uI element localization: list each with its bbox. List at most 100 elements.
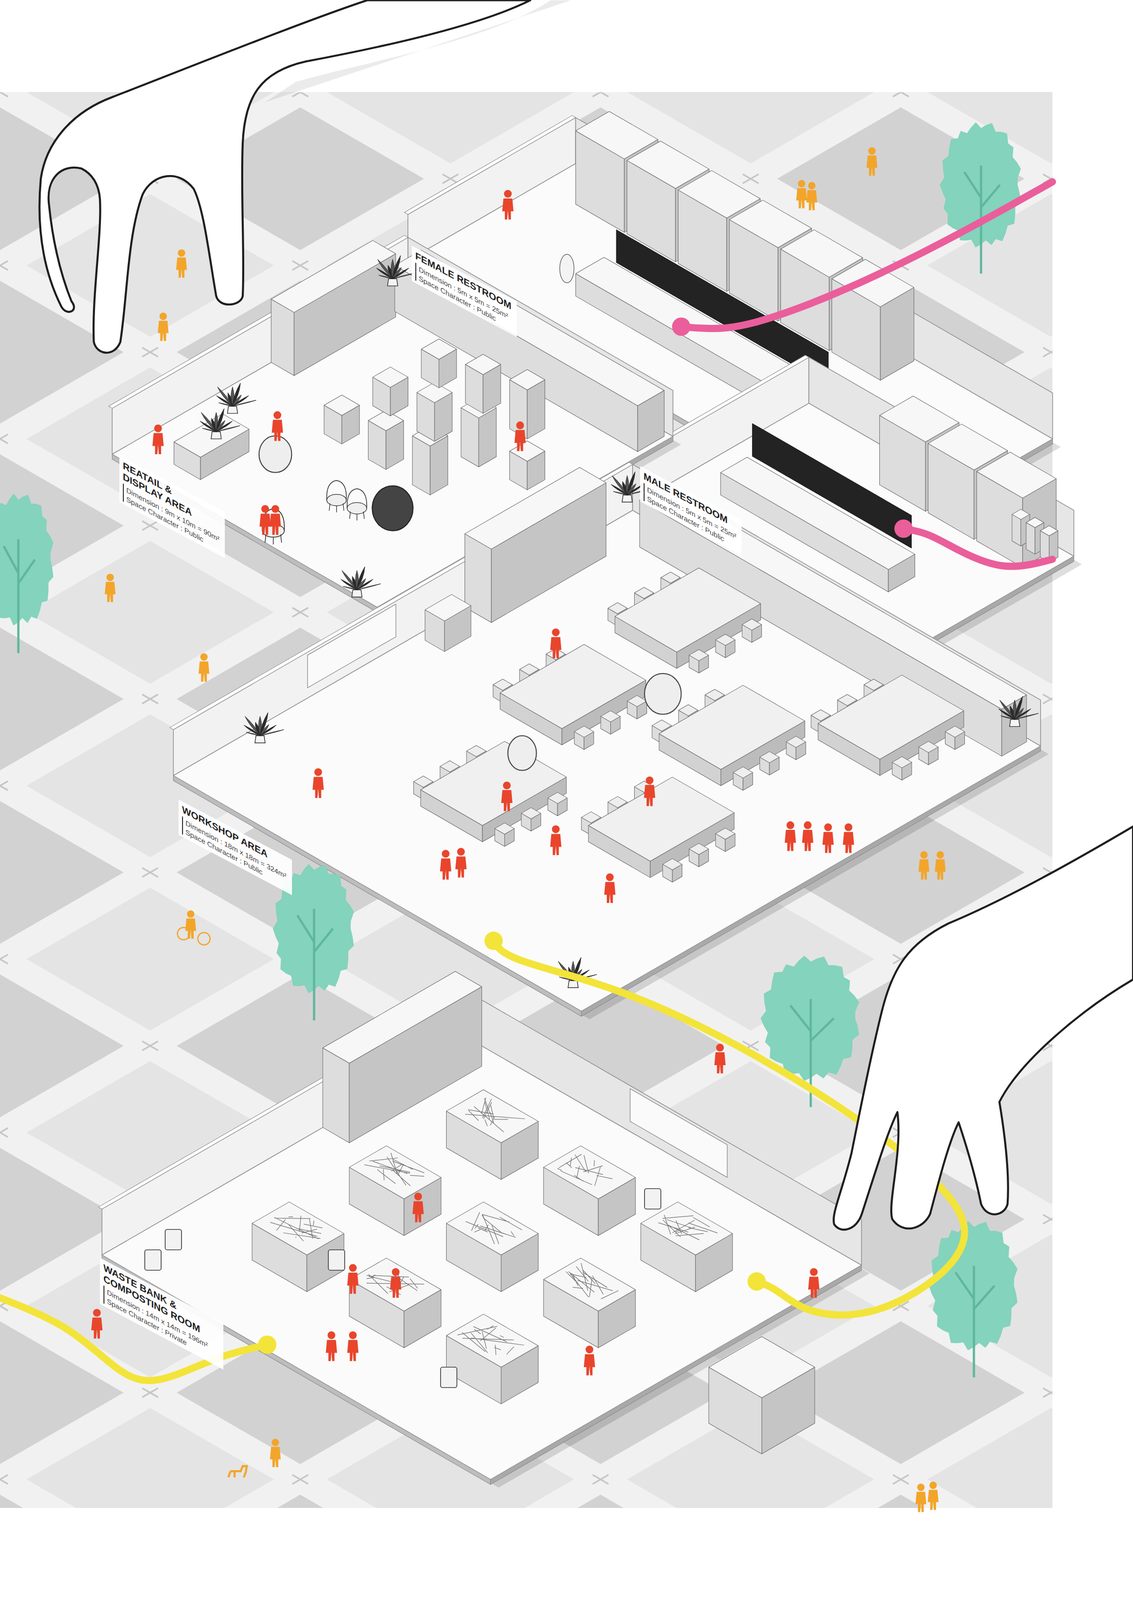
route-end xyxy=(747,1271,766,1291)
person-figure xyxy=(604,872,616,903)
room-label: FEMALE RESTROOMDimension : 5m x 5m = 25m… xyxy=(411,245,517,337)
route-end xyxy=(894,519,913,538)
person-figure xyxy=(502,189,514,220)
box-top xyxy=(614,567,761,653)
crossing-mark xyxy=(1042,347,1053,357)
person-body xyxy=(918,858,930,880)
person-figure xyxy=(784,821,797,851)
person-head xyxy=(200,653,208,661)
room-label: WORKSHOP AREADimension : 18m x 18m = 324… xyxy=(178,799,292,895)
crossing-mark xyxy=(142,1387,159,1397)
ground-tile xyxy=(777,107,1025,251)
plant-leaf xyxy=(260,729,284,736)
room-name: FEMALE RESTROOM xyxy=(415,250,514,314)
trash-bin xyxy=(440,1366,458,1388)
egg-chair xyxy=(259,435,292,473)
person-head xyxy=(917,1483,925,1491)
person-figure xyxy=(91,1308,103,1339)
crossing-mark xyxy=(892,92,909,97)
person-head xyxy=(327,1330,336,1339)
person-head xyxy=(314,767,323,776)
chair-symbol xyxy=(326,480,347,513)
tree-trunk xyxy=(297,908,333,1021)
crossing-mark xyxy=(1042,1387,1053,1397)
person-figure xyxy=(271,411,284,442)
room-name: MALE RESTROOM xyxy=(643,470,739,532)
box-top xyxy=(509,440,546,462)
crossing-mark xyxy=(292,1474,309,1484)
person-body xyxy=(312,776,324,798)
person-head xyxy=(808,182,816,190)
box-top xyxy=(372,367,408,388)
person-figure xyxy=(866,147,878,176)
plant-pot xyxy=(351,589,363,597)
person-body xyxy=(104,581,116,603)
wall-top xyxy=(108,235,408,409)
person-body xyxy=(915,1491,927,1512)
person-body xyxy=(389,1276,402,1298)
box-top xyxy=(892,756,912,768)
box-top xyxy=(662,858,682,870)
tree-trunk xyxy=(955,1265,995,1377)
box-top xyxy=(759,751,780,763)
person-head xyxy=(159,312,168,320)
crossing-mark xyxy=(742,174,759,184)
whiteboard xyxy=(307,603,396,688)
plant-leaf xyxy=(392,272,417,279)
room-spec: Dimension : 9m x 10m = 90m² xyxy=(122,482,222,545)
person-body xyxy=(935,858,946,880)
person-head xyxy=(93,1308,101,1317)
box-top xyxy=(786,736,806,748)
box-top xyxy=(521,807,541,819)
person-figure xyxy=(198,653,210,682)
route-line xyxy=(903,528,1053,567)
crossing-mark xyxy=(292,260,309,270)
building xyxy=(98,111,1083,1488)
person-body xyxy=(714,1051,726,1073)
person-head xyxy=(271,1438,280,1446)
trash-bin xyxy=(328,1249,345,1270)
person-head xyxy=(261,504,270,513)
crossing-mark xyxy=(0,434,8,444)
trash-bin xyxy=(165,1228,182,1250)
box-top xyxy=(271,240,396,313)
room-name: REATAIL & DISPLAY AREA xyxy=(122,460,198,522)
plant-pot xyxy=(1009,719,1021,727)
person-figure xyxy=(583,1345,596,1376)
person-head xyxy=(645,776,654,785)
person-head xyxy=(920,850,928,859)
person-figure xyxy=(550,825,562,855)
person-figure xyxy=(389,1267,402,1298)
box-top xyxy=(420,741,567,826)
person-figure xyxy=(843,823,855,853)
person-head xyxy=(824,823,833,832)
box-top xyxy=(174,413,250,458)
crossing-mark xyxy=(0,1474,8,1484)
chair-legs xyxy=(265,534,282,545)
person-head xyxy=(516,421,525,430)
person-figure xyxy=(935,850,946,880)
box-top xyxy=(543,1257,636,1312)
person-body xyxy=(806,189,818,211)
crossing-mark xyxy=(292,607,309,617)
box-top xyxy=(715,634,736,646)
route-line xyxy=(681,181,1053,329)
room-spec: Dimension : 18m x 18m = 324m² xyxy=(182,816,289,882)
person-head xyxy=(187,910,195,918)
waste-scribble xyxy=(457,1325,525,1355)
box-top xyxy=(494,822,515,835)
person-head xyxy=(552,825,561,834)
person-body xyxy=(927,1489,939,1510)
waste-scribble xyxy=(466,1212,523,1244)
person-figure xyxy=(550,628,562,659)
plant-leaf xyxy=(232,399,257,406)
plant-pot xyxy=(387,278,398,286)
person-head xyxy=(929,1481,938,1489)
box-top xyxy=(465,354,501,375)
ground-tile xyxy=(26,887,274,1031)
person-figure xyxy=(312,767,324,798)
person-body xyxy=(347,1339,359,1361)
person-head xyxy=(503,189,512,198)
chair-legs xyxy=(349,511,365,521)
